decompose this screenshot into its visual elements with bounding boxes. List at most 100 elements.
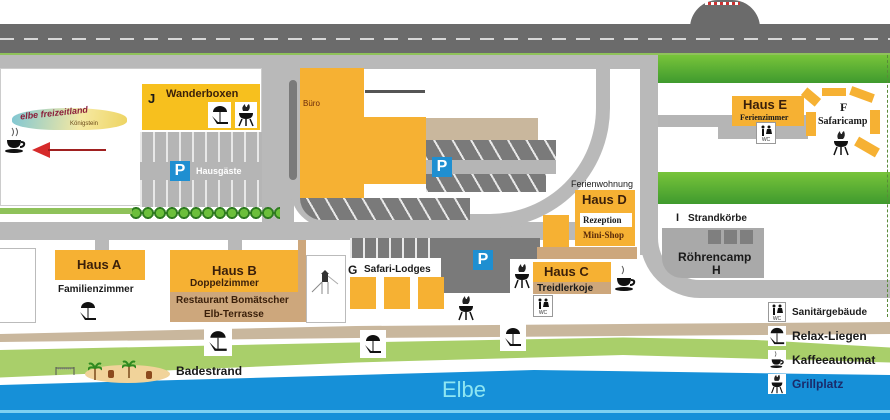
buero-side-rail xyxy=(289,80,297,180)
haus-b-building[interactable] xyxy=(170,250,298,292)
restaurant-label: Restaurant Bomätscher xyxy=(176,295,289,306)
hausgaeste-label: Hausgäste xyxy=(196,166,242,176)
roehre-2 xyxy=(724,230,737,244)
svg-text:WC: WC xyxy=(539,310,548,315)
road-edge-green xyxy=(0,53,890,55)
sunbed-icon xyxy=(500,323,526,351)
mini-shop-label: Mini-Shop xyxy=(583,230,625,240)
wanderboxen-letter: J xyxy=(148,91,156,106)
svg-text:WC: WC xyxy=(762,137,771,142)
haus-d-name: Haus D xyxy=(582,192,627,207)
safari-lodge-3[interactable] xyxy=(418,277,444,309)
safaricamp-tent-6[interactable] xyxy=(854,136,880,158)
haus-a-name: Haus A xyxy=(77,257,122,272)
haus-c-name: Haus C xyxy=(544,264,589,279)
restaurant-bomaetscher[interactable] xyxy=(170,292,306,322)
parking-sign-hausgaeste: P xyxy=(170,161,190,181)
reception-label: Rezeption xyxy=(583,215,622,225)
grass-strip-left xyxy=(0,208,132,214)
legend-label: Sanitärgebäude xyxy=(792,306,868,318)
wanderboxen-label: Wanderboxen xyxy=(166,88,239,100)
safari-lodge-1[interactable] xyxy=(350,277,376,309)
haus-d-tan-base xyxy=(537,247,637,259)
roehrencamp-letter: H xyxy=(712,263,721,277)
safaricamp-tent-4[interactable] xyxy=(806,112,816,136)
reception-box[interactable] xyxy=(580,213,632,227)
road-markings xyxy=(0,38,890,40)
playground-area xyxy=(306,255,346,323)
safaricamp-letter: F xyxy=(840,100,848,114)
haus-e-sub: Ferienzimmer xyxy=(740,113,789,122)
safari-lodge-2[interactable] xyxy=(384,277,410,309)
legend-item-sanitaer: WC Sanitärgebäude xyxy=(768,302,867,322)
central-parking-upper xyxy=(426,140,556,160)
legend-label: Kaffeeautomat xyxy=(792,353,876,367)
haus-c-building[interactable] xyxy=(533,262,611,282)
svg-text:WC: WC xyxy=(773,316,782,321)
roehre-3 xyxy=(740,230,753,244)
legend-item-kaffee: Kaffeeautomat xyxy=(768,350,875,370)
playground-icon xyxy=(310,270,340,295)
buero-label: Büro xyxy=(303,99,320,108)
logo-banner xyxy=(12,108,127,130)
buero-annex xyxy=(364,117,426,184)
sunbed-icon xyxy=(208,102,231,128)
haus-b-connector xyxy=(228,240,242,250)
sunbed-icon xyxy=(204,326,232,356)
sunbed-icon xyxy=(768,326,786,346)
wc-icon: WC xyxy=(768,302,786,322)
direction-arrow-icon xyxy=(32,140,107,160)
hedge xyxy=(130,207,280,219)
haus-a-building[interactable] xyxy=(55,250,145,280)
buero-building[interactable] xyxy=(300,68,364,200)
entrance-gate xyxy=(705,2,740,5)
left-outline-box xyxy=(0,248,36,323)
parking-sign-lower: P xyxy=(473,250,493,270)
right-boundary-dotted xyxy=(887,55,888,317)
coffee-icon xyxy=(4,126,26,156)
logo-subtitle: Königstein xyxy=(70,121,99,127)
haus-a-sub: Familienzimmer xyxy=(58,284,134,295)
roehrencamp-label: Röhrencamp xyxy=(678,250,752,264)
haus-a-connector xyxy=(95,240,109,250)
river-highlight xyxy=(0,410,890,413)
haus-e-building[interactable] xyxy=(732,96,804,126)
volleyball-net-icon xyxy=(55,363,75,375)
coffee-icon xyxy=(614,264,636,294)
grill-icon xyxy=(832,130,850,156)
grill-icon xyxy=(512,262,532,290)
parking-sign-central: P xyxy=(432,157,452,177)
grill-icon xyxy=(768,374,786,394)
haus-b-side-wall xyxy=(298,240,306,292)
beach-walkway xyxy=(0,322,890,342)
safaricamp-tent-5[interactable] xyxy=(870,110,880,134)
safari-lodges-label: Safari-Lodges xyxy=(364,264,431,275)
strandkoerbe-label: Strandkörbe xyxy=(688,213,747,224)
haus-c-treidlerkoje[interactable] xyxy=(533,282,611,294)
wc-icon: WC xyxy=(756,122,776,144)
haus-c-sub: Treidlerkoje xyxy=(537,283,594,294)
beach-chair-icon xyxy=(108,370,114,378)
strandkoerbe-letter: I xyxy=(676,212,680,224)
buero-parking xyxy=(300,198,470,220)
safaricamp-tent-3[interactable] xyxy=(849,86,875,103)
grill-icon xyxy=(235,102,257,128)
grass-strip-top xyxy=(658,55,890,83)
coffee-icon xyxy=(768,350,786,370)
sunbed-icon xyxy=(76,298,100,324)
grass-strip-middle xyxy=(658,172,890,204)
grill-icon xyxy=(455,293,477,323)
legend-label: Relax-Liegen xyxy=(792,329,867,343)
terrace-label: Elb-Terrasse xyxy=(204,309,264,320)
roehre-1 xyxy=(708,230,721,244)
haus-b-sub: Doppelzimmer xyxy=(190,278,259,289)
sunbed-icon xyxy=(360,330,386,358)
haus-b-name: Haus B xyxy=(212,263,257,278)
badestrand-label: Badestrand xyxy=(176,364,243,378)
palm-tree-icon xyxy=(87,362,103,380)
safari-lodges-letter: G xyxy=(348,263,358,277)
safaricamp-tent-2[interactable] xyxy=(822,88,846,96)
beach-chair-icon xyxy=(146,371,152,379)
wc-icon: WC xyxy=(533,295,553,317)
